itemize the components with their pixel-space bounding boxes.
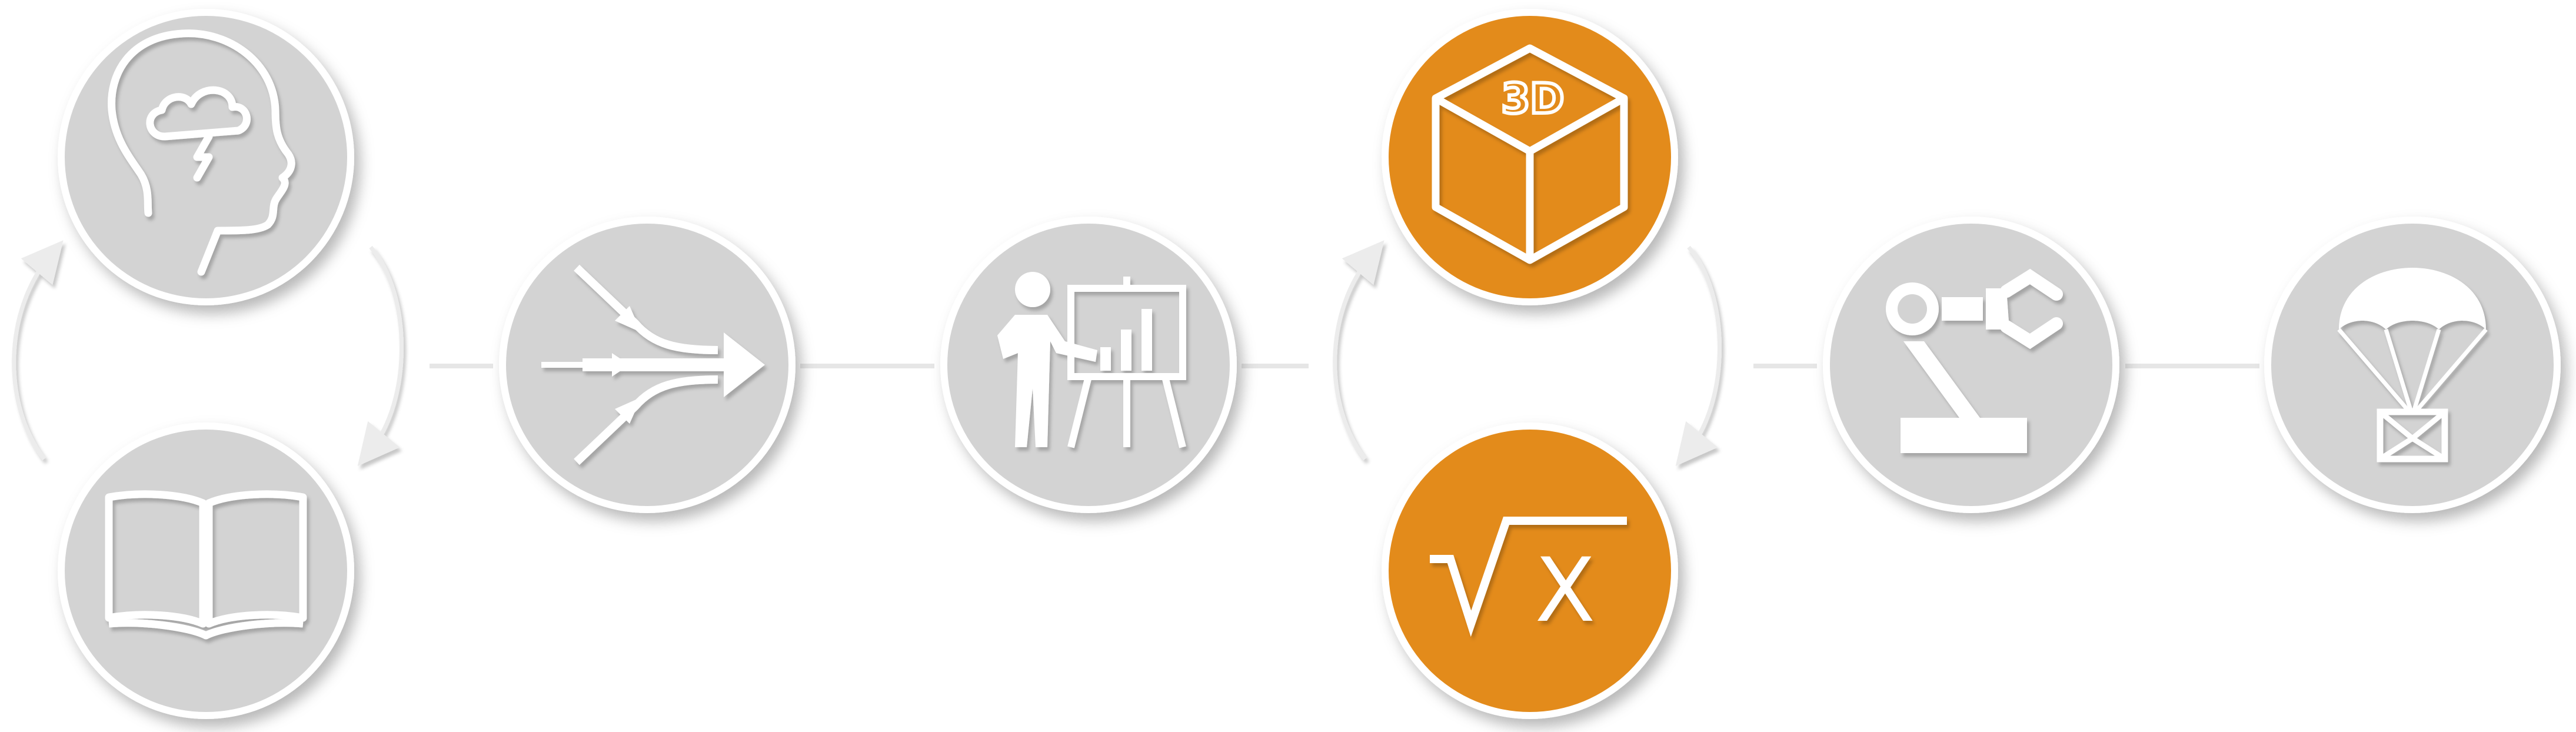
node-book: [58, 422, 354, 719]
parachute-package-icon: [2337, 268, 2488, 463]
open-book-icon: [105, 490, 307, 640]
cycle-arrow: [12, 240, 64, 461]
3d-label: 3D: [1502, 75, 1565, 123]
node-converge: [499, 217, 796, 513]
node-3d: 3D: [1382, 9, 1678, 305]
node-sqrt: X: [1382, 422, 1678, 719]
node-parachute: [2264, 217, 2561, 513]
converging-arrows-icon: [541, 264, 765, 465]
cycle-arrows-right: [1333, 240, 1722, 467]
node-robot: [1823, 217, 2119, 513]
robot-arm-icon: [1886, 268, 2063, 453]
brainstorm-head-icon: [108, 29, 295, 276]
sqrt-variable-label: X: [1535, 540, 1596, 642]
cycle-arrow: [1333, 240, 1384, 461]
square-root-icon: X: [1430, 517, 1627, 642]
cycle-arrows-left: [12, 240, 404, 467]
node-brainstorm: [58, 9, 354, 305]
3d-cube-icon: [1432, 44, 1628, 264]
presentation-board-icon: [997, 272, 1186, 448]
cycle-arrow: [357, 245, 404, 467]
node-presentation: [940, 217, 1237, 513]
cycle-arrow: [1675, 245, 1722, 467]
